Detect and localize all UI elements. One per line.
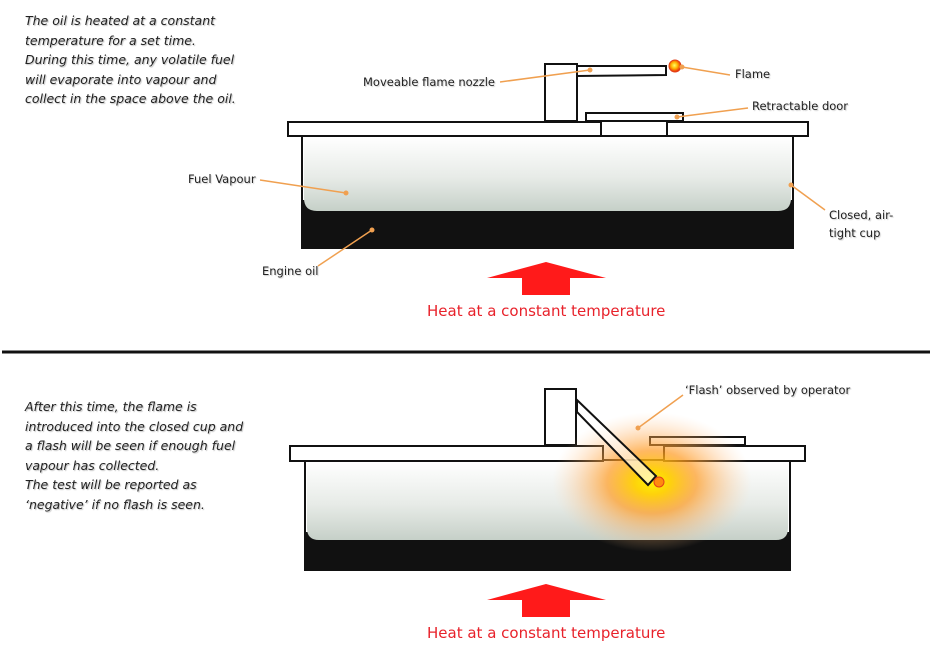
label-door: Retractable door — [752, 99, 849, 113]
leader-nozzle-dot — [587, 67, 593, 73]
top-flame — [668, 59, 682, 73]
label-cup-line1: Closed, air- — [829, 208, 894, 222]
top-heat-label: Heat at a constant temperature — [427, 302, 666, 320]
top-description-line: The oil is heated at a constant — [25, 13, 216, 28]
leader-cup-dot — [788, 182, 794, 188]
top-leader-lines — [259, 64, 826, 267]
leader-nozzle — [499, 69, 591, 83]
top-description-line: temperature for a set time. — [25, 32, 196, 48]
top-description-line: collect in the space above the oil. — [25, 91, 236, 106]
leader-door — [676, 107, 749, 118]
label-oil: Engine oil — [262, 264, 319, 278]
bottom-description-line: The test will be reported as — [25, 477, 197, 492]
label-nozzle: Moveable flame nozzle — [363, 75, 496, 89]
top-lid-left — [287, 121, 602, 137]
label-vapour: Fuel Vapour — [188, 172, 256, 186]
top-nozzle-arm — [576, 65, 667, 78]
leader-door-dot — [674, 114, 680, 120]
label-flash: ‘Flash’ observed by operator — [685, 383, 851, 397]
top-description-line: will evaporate into vapour and — [25, 71, 217, 87]
leader-flame — [681, 66, 731, 76]
top-heat-arrow — [487, 262, 606, 295]
label-cup-line2: tight cup — [829, 226, 881, 240]
leader-vapour-dot — [343, 190, 349, 196]
leader-oil — [317, 229, 373, 267]
bottom-heat-arrow — [487, 584, 606, 617]
bottom-description-line: After this time, the flame is — [25, 399, 197, 414]
top-description-line: During this time, any volatile fuel — [25, 52, 235, 67]
label-flame: Flame — [735, 67, 771, 81]
bottom-description: After this time, the flame is introduced… — [25, 397, 250, 514]
bottom-description-line: introduced into the closed cup and — [25, 418, 244, 434]
top-retractable-door — [585, 112, 684, 122]
bottom-nozzle-arm — [576, 397, 658, 487]
top-apparatus — [287, 59, 809, 249]
leader-flame-dot — [679, 64, 685, 70]
bottom-heat-label: Heat at a constant temperature — [427, 624, 666, 642]
bottom-flame — [653, 476, 665, 488]
bottom-leader-lines — [635, 394, 684, 431]
leader-oil-dot — [369, 227, 375, 233]
bottom-lid-left — [289, 445, 604, 462]
bottom-description-line: a flash will be seen if enough fuel — [25, 438, 236, 453]
leader-flash-dot — [635, 425, 641, 431]
bottom-nozzle-post — [544, 388, 577, 446]
bottom-description-line: vapour has collected. — [25, 457, 160, 473]
leader-vapour — [259, 179, 347, 194]
top-lid-right — [666, 121, 809, 137]
leader-cup — [790, 184, 826, 211]
bottom-description-line: ‘negative’ if no flash is seen. — [25, 496, 205, 512]
top-fuel-vapour — [304, 137, 791, 211]
leader-flash — [637, 394, 684, 429]
bottom-apparatus — [289, 388, 806, 571]
top-description: The oil is heated at a constant temperat… — [25, 11, 250, 109]
